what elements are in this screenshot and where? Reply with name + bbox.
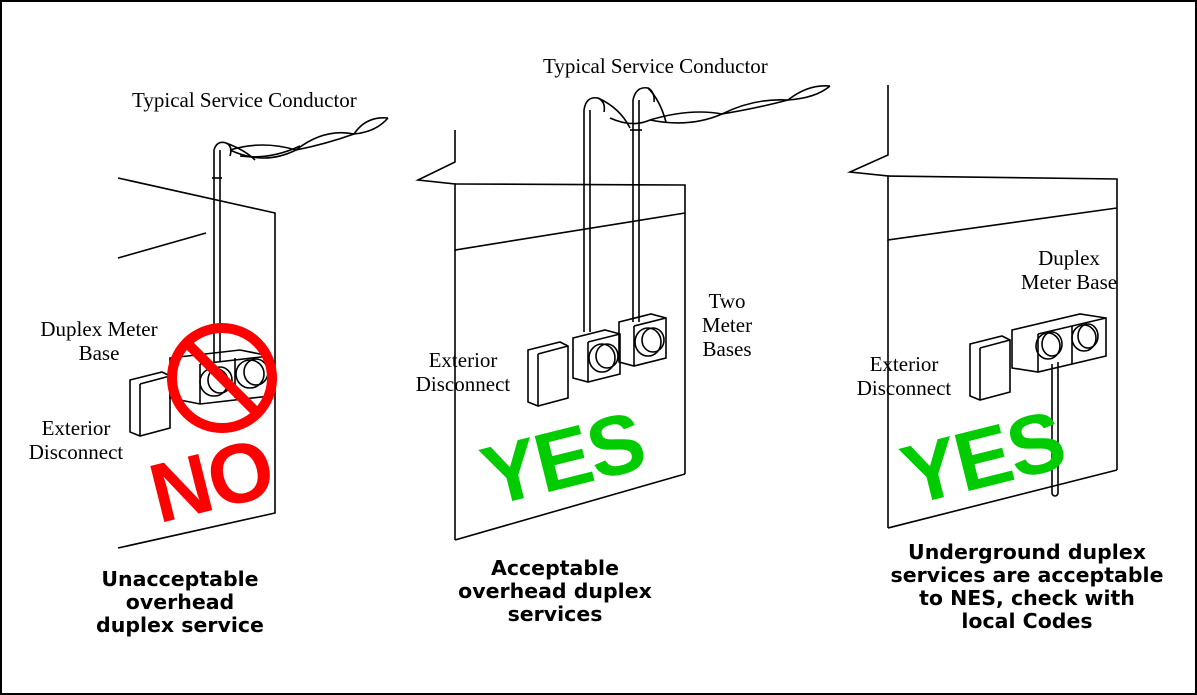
two-meter-bases-line-1: Two bbox=[708, 289, 746, 313]
right-building bbox=[846, 85, 1118, 529]
middle-caption-line-2: overhead duplex bbox=[458, 579, 652, 603]
right-meter-label-line-2: Meter Base bbox=[1020, 270, 1118, 294]
right-underground-conduit bbox=[1051, 362, 1059, 497]
middle-caption-line-3: services bbox=[507, 602, 603, 626]
middle-meter-base-2 bbox=[618, 313, 667, 367]
middle-service-masts bbox=[583, 86, 667, 332]
left-caption: Unacceptable overhead duplex service bbox=[40, 568, 320, 637]
two-meter-bases-line-3: Bases bbox=[702, 337, 752, 361]
right-caption-line-2: services are acceptable bbox=[890, 563, 1164, 587]
two-meter-bases-line-2: Meter bbox=[701, 313, 753, 337]
middle-service-conductor bbox=[609, 84, 831, 125]
right-disconnect-label-line-2: Disconnect bbox=[856, 376, 952, 400]
left-disconnect-label: Exterior Disconnect bbox=[20, 416, 132, 464]
left-service-conductor bbox=[229, 117, 389, 159]
left-exterior-disconnect bbox=[129, 371, 171, 437]
left-meter-label: Duplex Meter Base bbox=[18, 317, 180, 365]
middle-caption: Acceptable overhead duplex services bbox=[430, 557, 680, 626]
right-caption-line-3: to NES, check with bbox=[919, 586, 1135, 610]
right-meter-label-line-1: Duplex bbox=[1038, 246, 1100, 270]
middle-service-conductor-label: Typical Service Conductor bbox=[543, 54, 768, 78]
middle-caption-line-1: Acceptable bbox=[491, 556, 619, 580]
right-disconnect-label-line-1: Exterior bbox=[869, 352, 939, 376]
two-meter-bases-label: Two Meter Bases bbox=[682, 289, 772, 361]
middle-exterior-disconnect bbox=[527, 341, 569, 407]
left-service-conductor-label: Typical Service Conductor bbox=[132, 88, 357, 112]
middle-disconnect-label: Exterior Disconnect bbox=[398, 348, 528, 396]
right-caption-line-4: local Codes bbox=[961, 609, 1093, 633]
right-duplex-meter-base bbox=[1011, 313, 1107, 373]
left-meter-label-line-2: Base bbox=[78, 341, 120, 365]
left-meter-label-line-1: Duplex Meter bbox=[40, 317, 158, 341]
right-exterior-disconnect bbox=[969, 335, 1011, 401]
middle-meter-base-1 bbox=[572, 329, 621, 383]
no-symbol-icon bbox=[167, 323, 277, 433]
middle-disconnect-label-line-1: Exterior bbox=[428, 348, 498, 372]
left-caption-line-3: duplex service bbox=[96, 613, 264, 637]
middle-disconnect-label-line-2: Disconnect bbox=[415, 372, 511, 396]
left-disconnect-label-line-2: Disconnect bbox=[28, 440, 124, 464]
left-caption-line-2: overhead bbox=[125, 590, 235, 614]
right-caption-line-1: Underground duplex bbox=[908, 540, 1146, 564]
right-caption: Underground duplex services are acceptab… bbox=[860, 541, 1194, 633]
right-meter-label: Duplex Meter Base bbox=[1012, 246, 1126, 294]
middle-building bbox=[415, 130, 686, 541]
left-disconnect-label-line-1: Exterior bbox=[41, 416, 111, 440]
left-building bbox=[117, 177, 276, 549]
left-caption-line-1: Unacceptable bbox=[101, 567, 259, 591]
right-disconnect-label: Exterior Disconnect bbox=[838, 352, 970, 400]
